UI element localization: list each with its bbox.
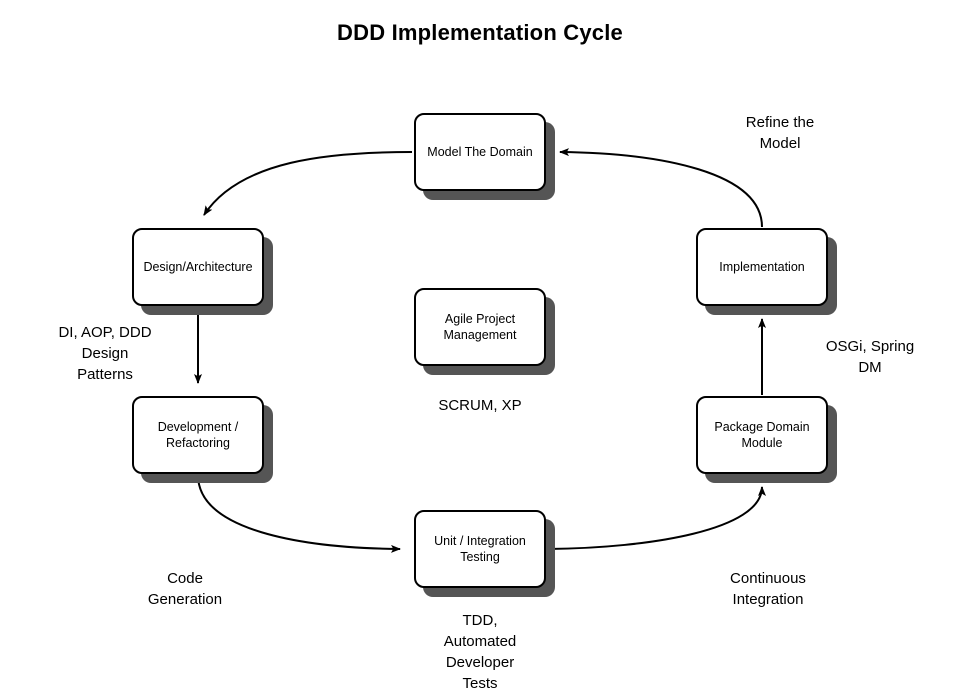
- node-agile-project-management[interactable]: Agile Project Management: [414, 288, 546, 366]
- node-implementation[interactable]: Implementation: [696, 228, 828, 306]
- page-title: DDD Implementation Cycle: [337, 20, 623, 45]
- annotation-refine-the-model: Refine the Model: [745, 114, 815, 152]
- node-development-refactoring[interactable]: Development / Refactoring: [132, 396, 264, 474]
- annotation-continuous-integration: Continuous Integration: [730, 570, 806, 608]
- node-package-domain-module[interactable]: Package Domain Module: [696, 396, 828, 474]
- edge-model-to-design: [203, 151, 413, 216]
- node-model-the-domain[interactable]: Model The Domain: [414, 113, 546, 191]
- annotation-di-aop-ddd-design-patterns: DI, AOP, DDD Design Patterns: [58, 324, 152, 383]
- node-design-architecture[interactable]: Design/Architecture: [132, 228, 264, 306]
- annotation-scrum-xp: SCRUM, XP: [438, 397, 522, 414]
- annotation-osgi-spring-dm: OSGi, Spring DM: [825, 338, 915, 376]
- edge-development-to-testing: [197, 474, 401, 553]
- node-unit-integration-testing[interactable]: Unit / Integration Testing: [414, 510, 546, 588]
- edge-implementation-to-model: [559, 148, 763, 228]
- annotation-code-generation: Code Generation: [147, 570, 223, 608]
- annotation-tdd-automated-developer-tests: TDD, Automated Developer Tests: [443, 612, 517, 689]
- edge-testing-to-package: [547, 486, 766, 550]
